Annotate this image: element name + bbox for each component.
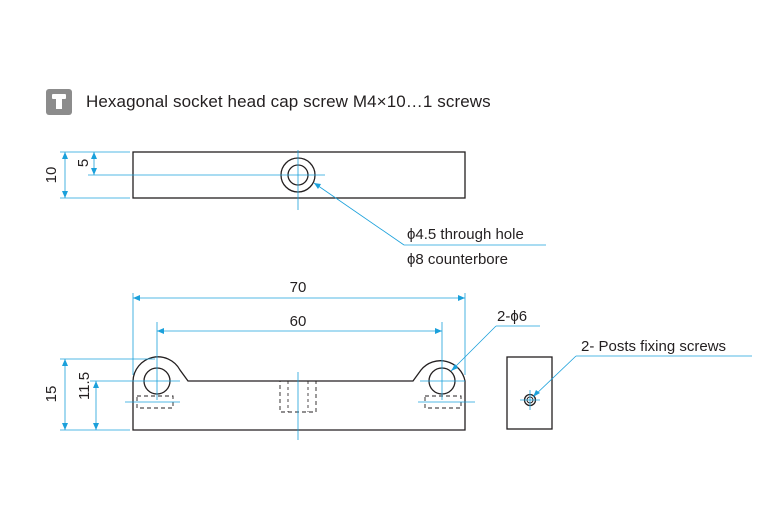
screw-badge-icon [46, 89, 72, 115]
front-hole-callout: 2-ϕ6 [497, 308, 527, 325]
front-dim-width: 70 [290, 279, 307, 296]
top-dim-height: 10 [43, 167, 60, 184]
callout-counterbore: ϕ8 counterbore [407, 251, 508, 268]
title: Hexagonal socket head cap screw M4×10…1 … [86, 92, 491, 111]
side-view-body [506, 356, 553, 430]
front-view-body [132, 356, 466, 431]
front-dim-hole-height: 11.5 [76, 372, 93, 400]
callout-through-hole: ϕ4.5 through hole [407, 226, 524, 243]
top-view: 10 5 ϕ4.5 through hole ϕ8 counterbore [43, 150, 546, 268]
front-view: 70 60 15 11.5 2-ϕ6 [43, 279, 540, 440]
front-dim-height: 15 [43, 386, 60, 403]
header: Hexagonal socket head cap screw M4×10…1 … [46, 89, 491, 115]
front-dim-pitch: 60 [290, 313, 307, 330]
side-callout: 2- Posts fixing screws [581, 338, 726, 355]
top-dim-half: 5 [75, 159, 92, 167]
side-view: 2- Posts fixing screws [506, 338, 752, 430]
